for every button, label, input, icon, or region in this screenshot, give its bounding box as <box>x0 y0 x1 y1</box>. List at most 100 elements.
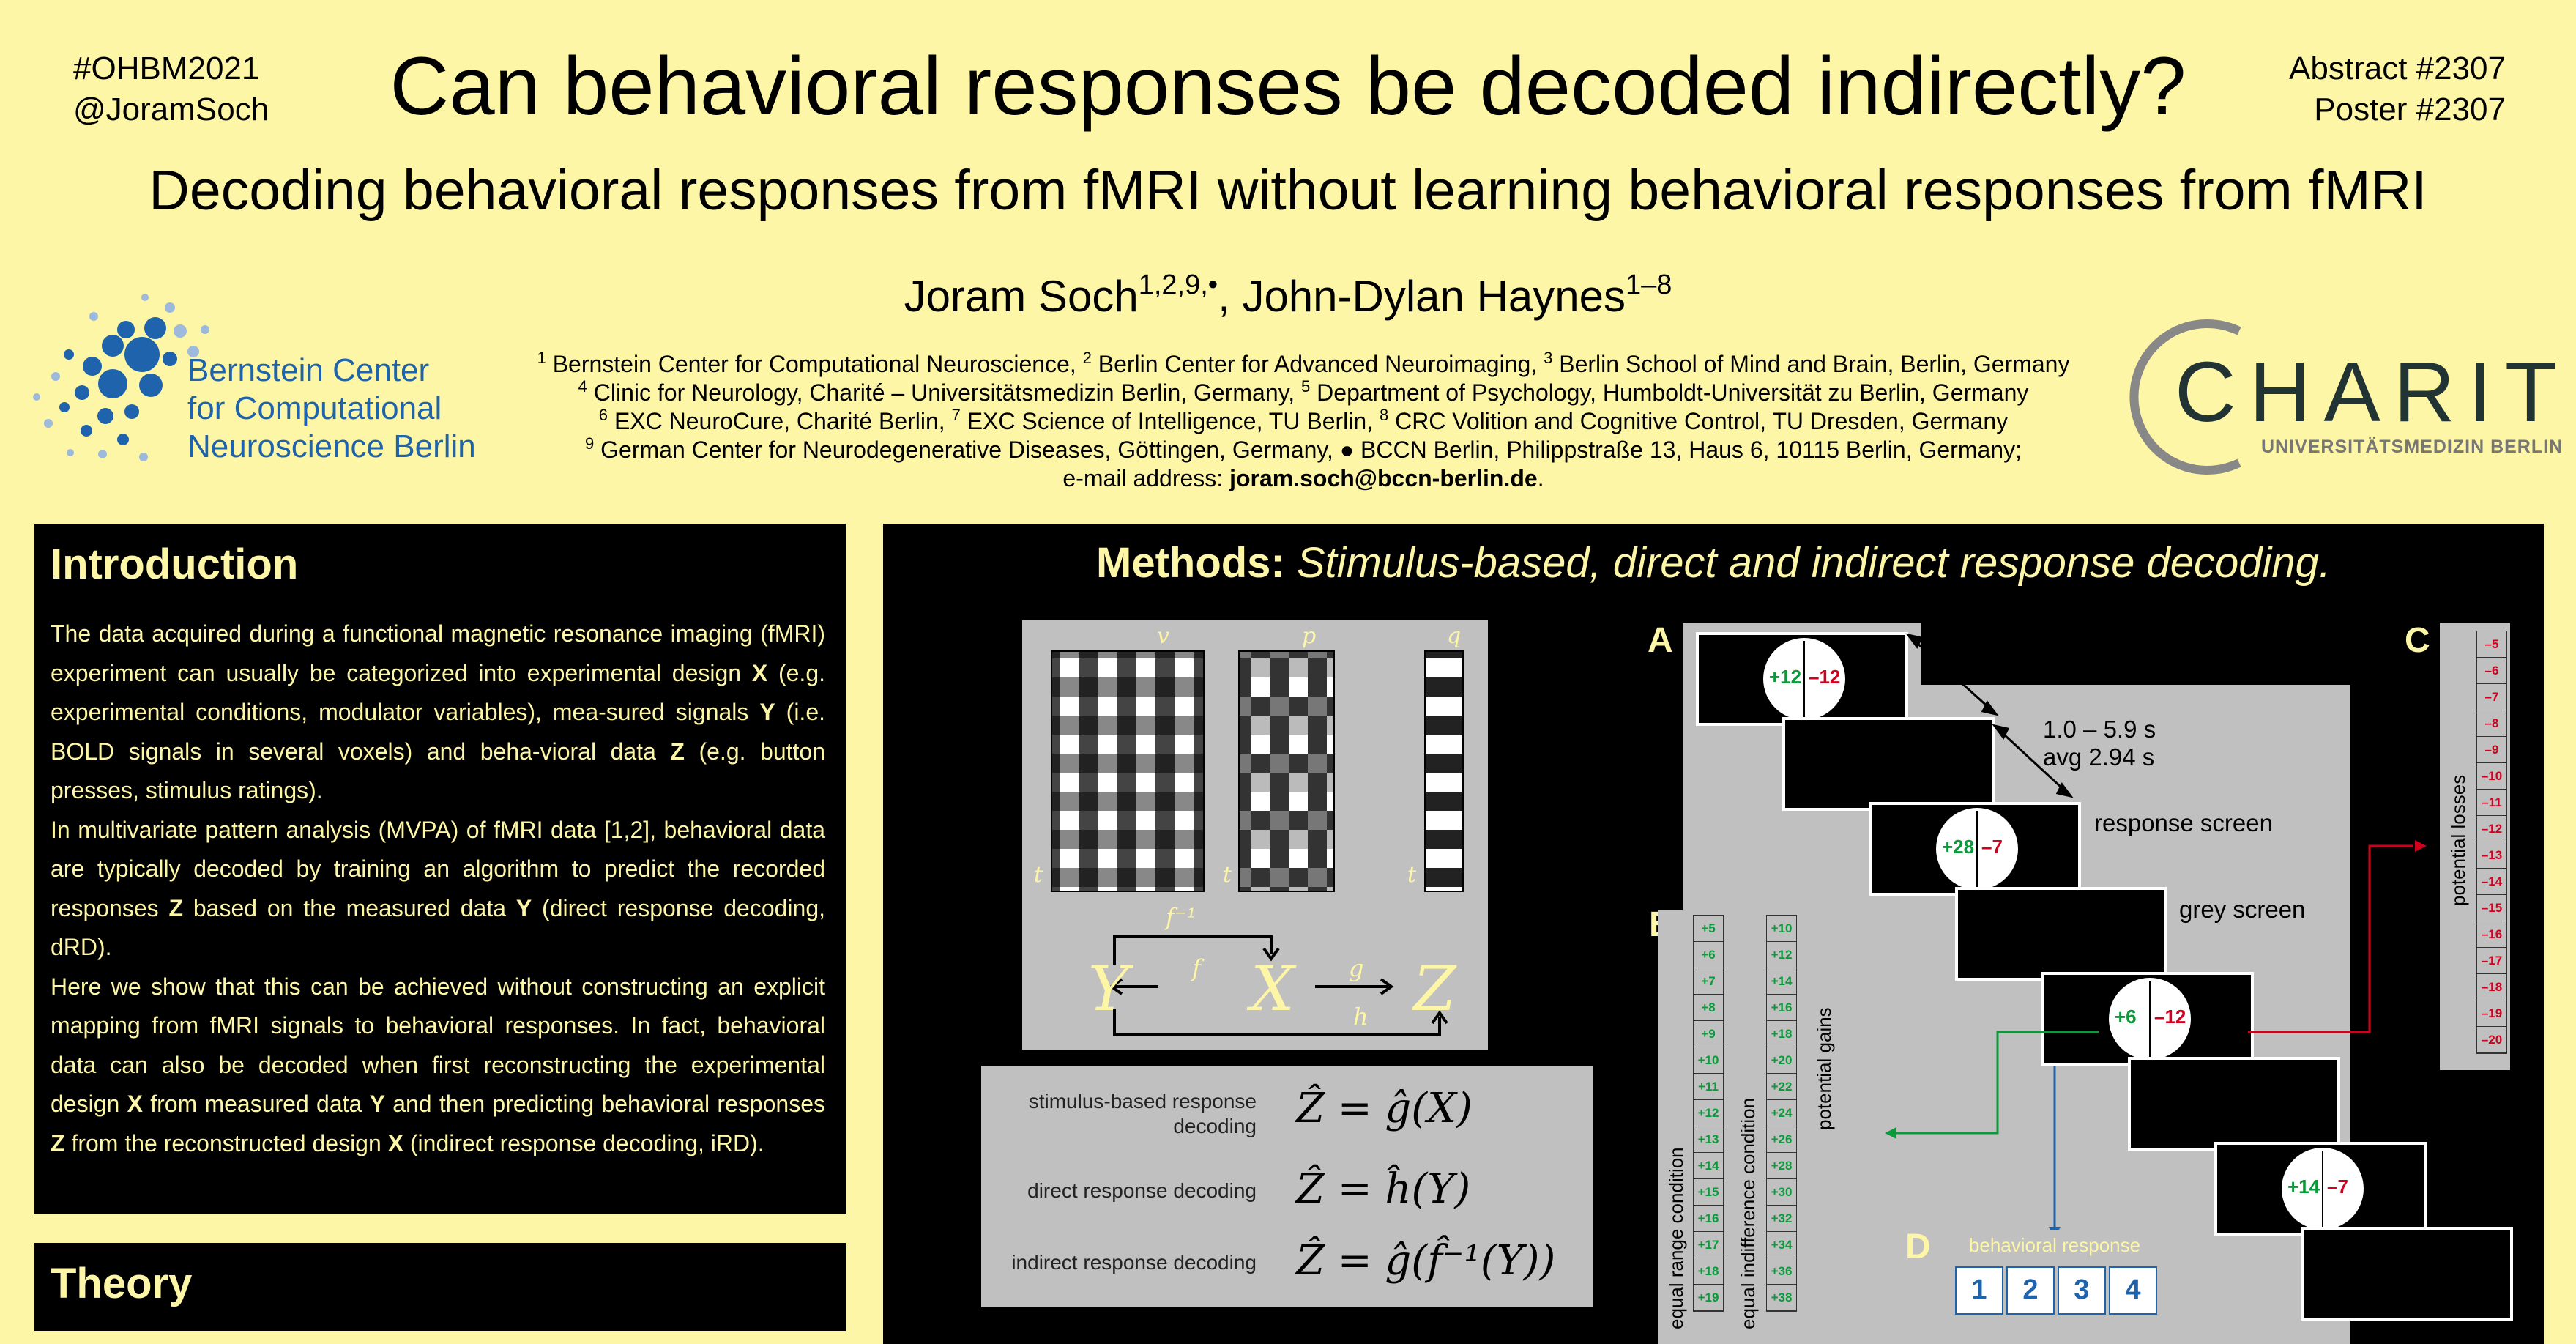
text: from measured data <box>142 1091 370 1117</box>
grey-screen-4 <box>2301 1227 2513 1321</box>
label-equal-range: equal range condition <box>1665 1147 1687 1329</box>
text: based on the measured data <box>183 894 516 921</box>
charite-logo: CHARITÉ <box>2175 344 2576 439</box>
author-list: Joram Soch1,2,9,•, John-Dylan Haynes1–8 <box>0 265 2576 328</box>
author-1-affil: 1,2,9,• <box>1138 270 1218 300</box>
symbol-x: X <box>387 1129 403 1156</box>
affil-text: Clinic for Neurology, Charité – Universi… <box>587 379 1302 406</box>
offer-loss: –7 <box>1981 836 2003 858</box>
introduction-heading: Introduction <box>51 541 299 588</box>
bernstein-line: for Computational <box>187 390 442 426</box>
affil-num: 4 <box>578 377 587 396</box>
poster-number: Poster #2307 <box>2314 92 2506 127</box>
edge-f-inverse: f⁻¹ <box>1166 903 1196 931</box>
hashtag: #OHBM2021 <box>73 51 260 86</box>
affil-text: CRC Volition and Cognitive Control, TU D… <box>1388 408 2009 434</box>
label-t: t <box>1034 862 1043 888</box>
panel-label-c: C <box>2405 621 2430 660</box>
affil-num: 6 <box>598 406 608 424</box>
affil-text: German Center for Neurodegenerative Dise… <box>594 437 2022 463</box>
node-X: X <box>1251 953 1295 1025</box>
response-screen-2: +28–7 <box>1869 802 2081 896</box>
theory-heading: Theory <box>51 1260 193 1307</box>
equation-label: direct response decoding <box>1027 1179 1257 1202</box>
offer-circle: +28–7 <box>1936 808 2018 890</box>
equation-indirect: indirect response decoding Ẑ = ĝ(f̂⁻¹(Y)… <box>981 1236 1586 1294</box>
methods-title-italic: Stimulus-based, direct and indirect resp… <box>1284 539 2331 587</box>
abstract-number: Abstract #2307 <box>2289 51 2506 86</box>
intro-paragraph-1: The data acquired during a functional ma… <box>51 615 825 811</box>
text: (e.g. button presses, stimulus ratings). <box>51 738 826 804</box>
affil-text: EXC NeuroCure, Charité Berlin, <box>608 408 952 434</box>
label-v: v <box>1157 623 1169 649</box>
affil-num: 1 <box>537 349 546 367</box>
affil-num: 7 <box>951 406 961 424</box>
symbol-z: Z <box>670 738 685 765</box>
text: (e.g. experimental conditions, modulator… <box>51 659 826 726</box>
equation-direct: direct response decoding Ẑ = ĥ(Y) <box>981 1164 1586 1222</box>
conference-tags: #OHBM2021 @JoramSoch <box>73 48 269 130</box>
equation-formula: Ẑ = ĝ(X) <box>1296 1085 1473 1132</box>
author-separator: , <box>1218 272 1243 321</box>
bernstein-line: Neuroscience Berlin <box>187 428 476 464</box>
duration-4s: 4 s <box>1955 653 1988 680</box>
grey-screen-2 <box>1955 887 2167 981</box>
abstract-info: Abstract #2307 Poster #2307 <box>2289 48 2506 130</box>
theory-section: Theory <box>34 1243 846 1331</box>
intro-paragraph-3: Here we show that this can be achieved w… <box>51 968 825 1164</box>
label-potential-losses: potential losses <box>2447 774 2469 906</box>
node-Y: Y <box>1088 953 1129 1025</box>
offer-circle: +6 –12 <box>2109 978 2191 1060</box>
losses-table: –5–6–7–8–9–10–11–12–13–14–15–16–17–18–19… <box>2440 623 2510 1070</box>
symbol-z: Z <box>51 1129 65 1156</box>
equations-box: stimulus-based response decoding Ẑ = ĝ(X… <box>981 1066 1593 1307</box>
affiliations: 1 Bernstein Center for Computational Neu… <box>483 350 2123 493</box>
response-button-1: 1 <box>1955 1266 2003 1315</box>
affil-text: Berlin School of Mind and Brain, Berlin,… <box>1552 351 2070 377</box>
label-t: t <box>1223 862 1232 888</box>
response-screen-4: +14–7 <box>2214 1142 2427 1236</box>
intro-paragraph-2: In multivariate pattern analysis (MVPA) … <box>51 811 825 968</box>
text: and then predicting behavioral responses <box>384 1091 826 1117</box>
affil-text: Department of Psychology, Humboldt-Unive… <box>1310 379 2029 406</box>
methods-title-bold: Methods: <box>1096 539 1285 587</box>
offer-loss: –12 <box>2154 1006 2186 1028</box>
grey-screen-3 <box>2128 1057 2340 1151</box>
email-link[interactable]: joram.soch@bccn-berlin.de <box>1229 465 1538 491</box>
label-potential-gains: potential gains <box>1813 1007 1835 1130</box>
label-q: q <box>1447 623 1462 649</box>
behavioral-response-title: behavioral response <box>1968 1234 2141 1256</box>
bernstein-logo-text: Bernstein Center for Computational Neuro… <box>187 352 476 466</box>
text: In multivariate pattern analysis (MVPA) … <box>51 816 825 921</box>
author-2: John-Dylan Haynes <box>1242 272 1626 321</box>
affil-num: 5 <box>1301 377 1311 396</box>
offer-gain: +12 <box>1769 666 1802 688</box>
symbol-y: Y <box>369 1091 385 1117</box>
offer-circle: +14–7 <box>2282 1148 2364 1230</box>
offer-gain: +6 <box>2115 1006 2137 1028</box>
methods-section: Methods: Stimulus-based, direct and indi… <box>883 524 2544 1344</box>
equation-label: stimulus-based response decoding <box>1028 1090 1257 1137</box>
affil-num: 2 <box>1082 349 1092 367</box>
symbol-x: X <box>751 659 768 686</box>
twitter-handle: @JoramSoch <box>73 92 269 127</box>
label-equal-indifference: equal indifference condition <box>1737 1097 1759 1329</box>
equation-formula: Ẑ = ĝ(f̂⁻¹(Y)) <box>1296 1237 1556 1285</box>
symbol-z: Z <box>168 894 184 921</box>
text: from the reconstructed design <box>64 1129 388 1156</box>
text: (i.e. BOLD signals in several voxels) an… <box>51 699 826 765</box>
text: The data acquired during a functional ma… <box>51 620 825 686</box>
introduction-section: Introduction The data acquired during a … <box>34 524 846 1214</box>
edge-h: h <box>1353 1003 1369 1031</box>
offer-circle: +12 –12 <box>1763 638 1845 720</box>
response-screen-3: +6 –12 <box>2041 972 2254 1066</box>
affil-text: . <box>1537 465 1544 491</box>
label-response-screen: response screen <box>2094 809 2273 836</box>
edge-f: f <box>1192 954 1201 982</box>
poster-title: Can behavioral responses be decoded indi… <box>390 40 2186 132</box>
offer-loss: –12 <box>1809 666 1841 688</box>
symbol-y: Y <box>515 894 532 921</box>
behavioral-response-box: behavioral response 1 2 3 4 <box>1945 1230 2164 1344</box>
offer-gain: +14 <box>2287 1176 2320 1198</box>
response-button-2: 2 <box>2006 1266 2055 1315</box>
